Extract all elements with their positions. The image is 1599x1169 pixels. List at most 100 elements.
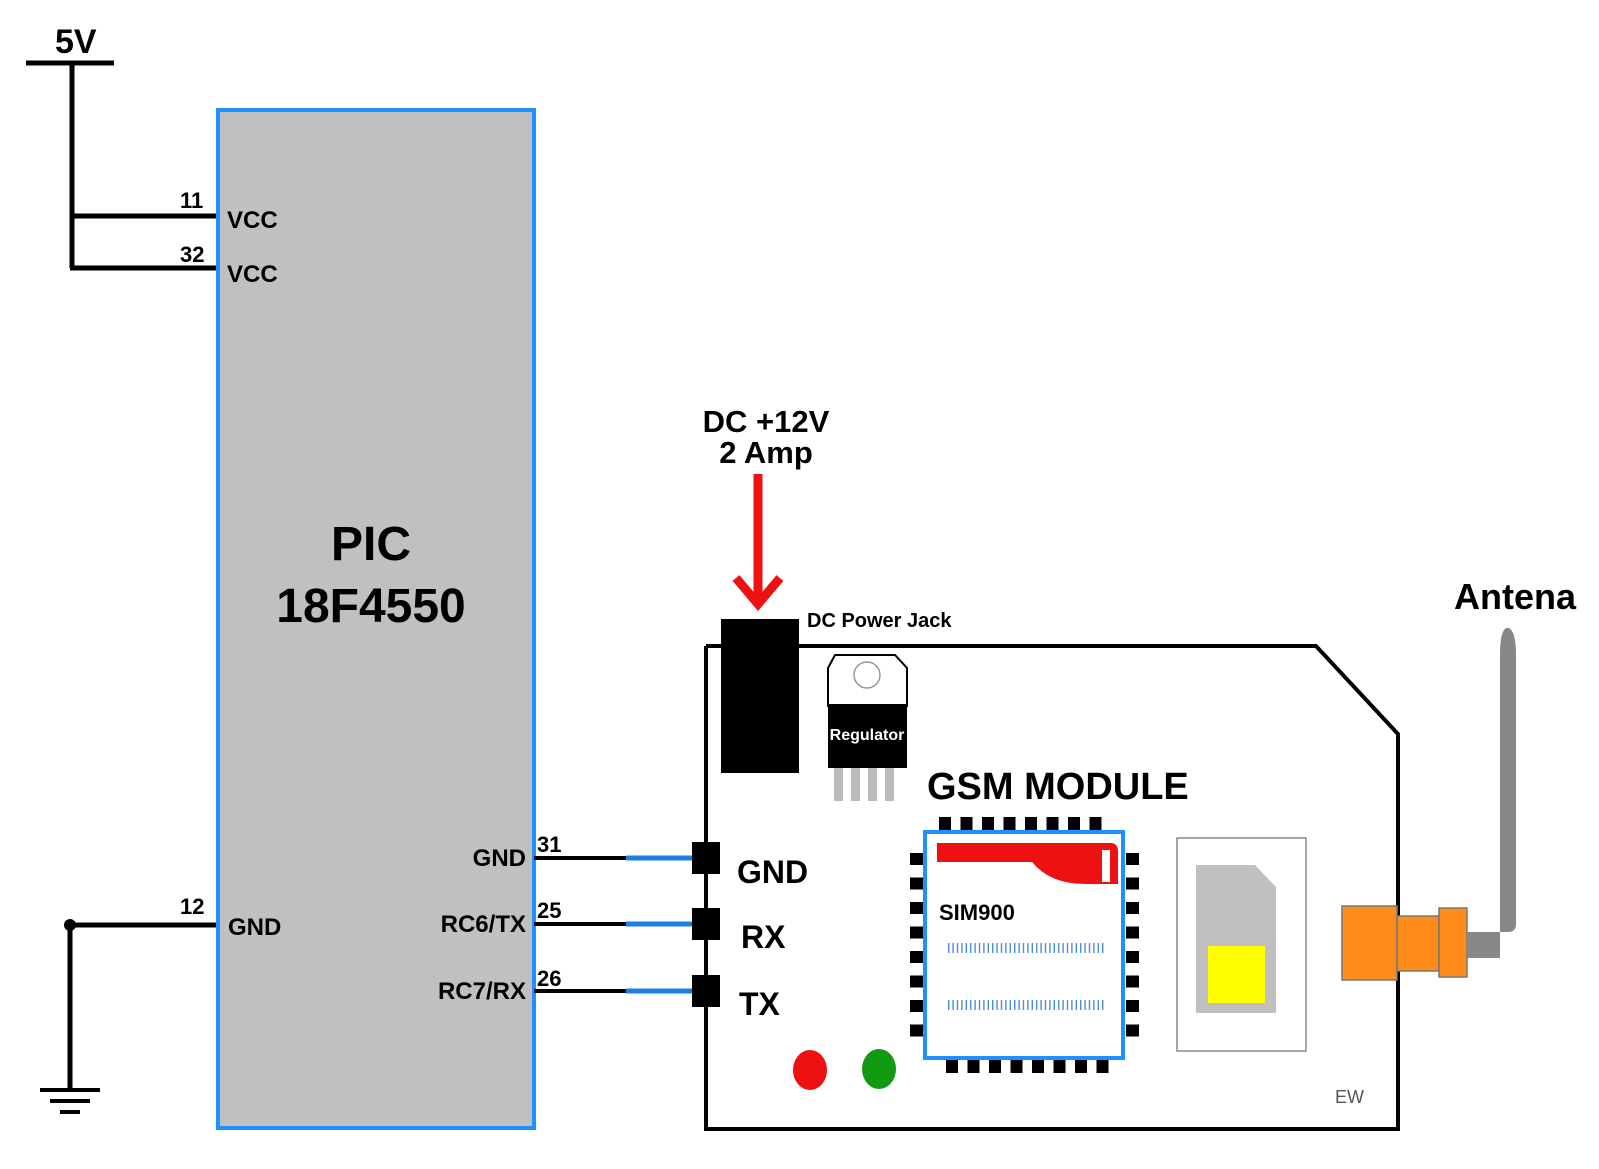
chip-pin (1096, 1060, 1109, 1073)
chip-tick (1027, 1000, 1029, 1010)
chip-pin (910, 853, 923, 865)
pin-label-vcc: VCC (227, 261, 278, 288)
dc-jack-label: DC Power Jack (807, 610, 952, 632)
chip-tick (961, 943, 963, 953)
chip-tick (1031, 943, 1033, 953)
chip-tick (1044, 943, 1047, 953)
chip-tick (1084, 1000, 1086, 1010)
pin-number-25: 25 (537, 898, 561, 923)
gsm-pin-label-tx: TX (739, 986, 781, 1022)
pic-name-line1: PIC (331, 518, 411, 571)
pin-label-gnd: GND (228, 914, 281, 941)
chip-pin (1126, 926, 1139, 939)
chip-pin (1010, 1060, 1023, 1073)
pin-number-31: 31 (537, 832, 561, 857)
chip-pin (946, 1060, 958, 1073)
chip-pin (989, 1060, 1001, 1073)
chip-tick (1084, 943, 1086, 953)
pin-number-26: 26 (537, 966, 561, 991)
chip-pin (910, 926, 923, 939)
chip-tick (1022, 1000, 1025, 1010)
pin-label-gnd: GND (473, 845, 526, 872)
chip-tick (1088, 1000, 1091, 1010)
chip-tick (965, 943, 967, 953)
chip-tick (983, 943, 985, 953)
chip-pin (910, 1024, 923, 1037)
led-red (793, 1050, 827, 1090)
chip-pin (1025, 817, 1037, 830)
chip-tick (1080, 943, 1082, 953)
chip-tick (952, 943, 954, 953)
chip-tick (1014, 943, 1016, 953)
chip-tick (970, 1000, 972, 1010)
sim900-pins (910, 817, 1139, 1073)
chip-pin (1089, 817, 1102, 830)
chip-tick (996, 943, 998, 953)
chip-tick (987, 943, 989, 953)
sim900-red-marking-inner (1102, 850, 1110, 882)
chip-pin (1003, 817, 1016, 830)
chip-pin (982, 817, 994, 830)
board-corner-mark: EW (1335, 1087, 1364, 1107)
chip-tick (1062, 1000, 1064, 1010)
regulator (827, 654, 908, 801)
ground-symbol (40, 919, 216, 1114)
chip-tick (974, 1000, 976, 1010)
chip-tick (1005, 943, 1007, 953)
chip-pin (1075, 1060, 1087, 1073)
chip-tick (948, 1000, 950, 1010)
pin-number-32: 32 (180, 242, 204, 267)
sim-card-holder (1176, 837, 1307, 1052)
chip-tick (1062, 943, 1064, 953)
chip-pin (910, 902, 923, 914)
header-pin-tx (692, 975, 720, 1007)
chip-tick (1075, 1000, 1077, 1010)
chip-tick (983, 1000, 985, 1010)
supply-label: 5V (55, 23, 97, 61)
chip-tick (1102, 943, 1104, 953)
led-green (862, 1049, 896, 1089)
antenna-label: Antena (1454, 576, 1577, 617)
chip-tick (978, 1000, 981, 1010)
chip-tick (974, 943, 976, 953)
chip-pin (1126, 975, 1139, 988)
pic-chip-body (216, 108, 536, 1130)
chip-pin (1126, 902, 1139, 914)
chip-tick (1000, 943, 1003, 953)
header-pin-rx (692, 908, 720, 940)
vcc-rail (26, 60, 216, 271)
chip-pin (1126, 877, 1139, 890)
chip-pin (1126, 1000, 1139, 1012)
gsm-pin-label-gnd: GND (737, 854, 808, 890)
chip-pin (1126, 1024, 1139, 1037)
chip-tick (1066, 1000, 1069, 1010)
chip-tick (1049, 943, 1051, 953)
chip-tick (1088, 943, 1091, 953)
chip-tick (1040, 1000, 1042, 1010)
chip-pin (910, 951, 923, 963)
gsm-pin-label-rx: RX (741, 919, 786, 955)
chip-pin (1046, 817, 1059, 830)
chip-tick (1071, 1000, 1073, 1010)
chip-pin (910, 877, 923, 890)
chip-tick (1018, 1000, 1020, 1010)
chip-tick (948, 943, 950, 953)
chip-tick (956, 943, 959, 953)
gsm-module-title: GSM MODULE (927, 766, 1189, 808)
sim900-tick-rows (948, 943, 1104, 1010)
regulator-label: Regulator (830, 727, 905, 744)
chip-pin (967, 1060, 980, 1073)
chip-tick (961, 1000, 963, 1010)
dc-input-arrow-icon (732, 474, 784, 611)
chip-tick (1014, 1000, 1016, 1010)
chip-tick (1009, 1000, 1011, 1010)
chip-pin (1068, 817, 1080, 830)
pin-label-vcc: VCC (227, 207, 278, 234)
chip-pin (939, 817, 951, 830)
dc-power-jack (721, 619, 799, 773)
sim900-red-marking (937, 843, 1118, 884)
chip-tick (992, 943, 994, 953)
chip-tick (978, 943, 981, 953)
pin-label-rc6-tx: RC6/TX (441, 911, 526, 938)
